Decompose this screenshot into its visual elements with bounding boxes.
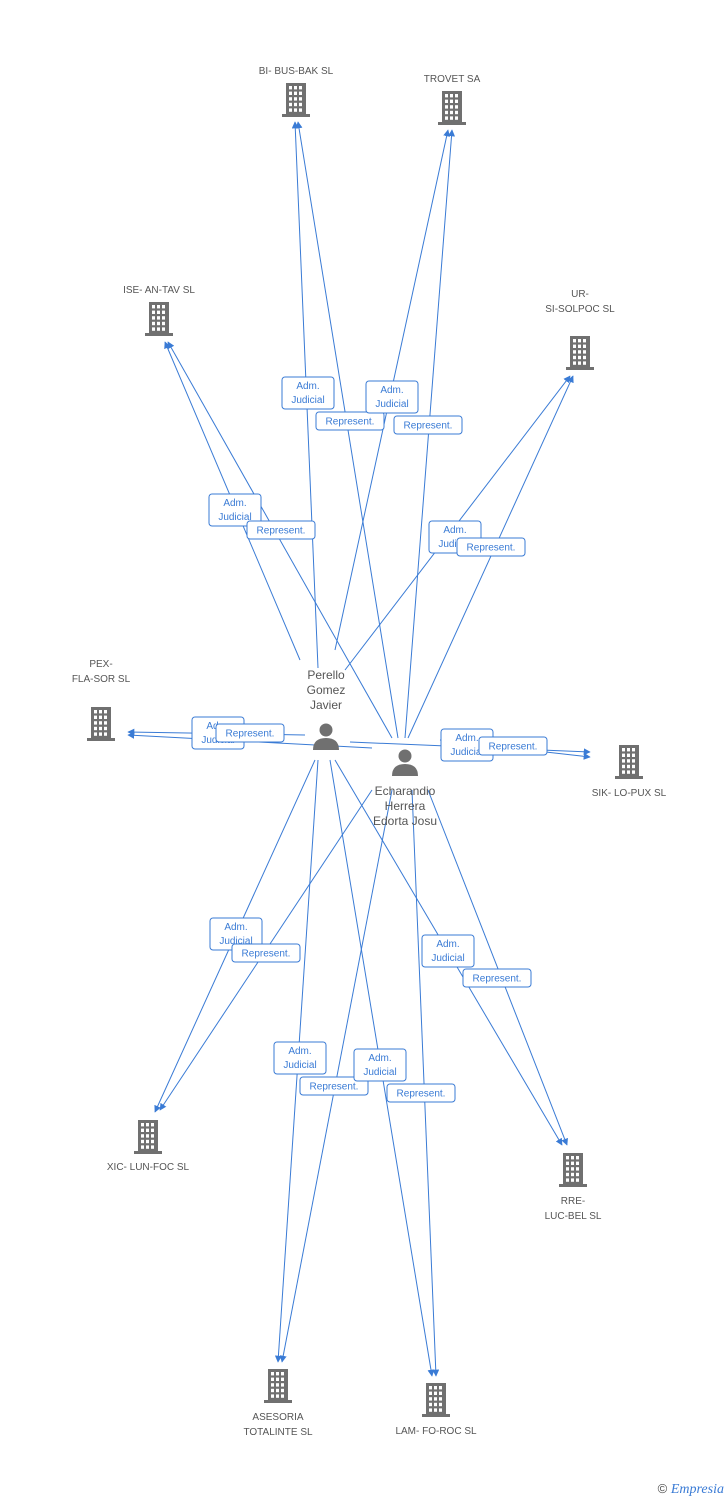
company-label: PEX-FLA-SOR SL bbox=[72, 659, 131, 685]
building-icon[interactable] bbox=[422, 1383, 450, 1417]
edge-label-layer: Adm.JudicialRepresent.Adm.JudicialRepres… bbox=[191, 376, 548, 1103]
edge-label-adm-judicial[interactable]: Adm.Judicial bbox=[209, 917, 263, 951]
edge-label-represent[interactable]: Represent. bbox=[386, 1083, 456, 1103]
building-icon[interactable] bbox=[282, 83, 310, 117]
company-label: XIC- LUN-FOC SL bbox=[107, 1162, 190, 1173]
edge-echarandio-asesoria bbox=[279, 789, 393, 1363]
company-node-lamforoc[interactable]: LAM- FO-ROC SL bbox=[395, 1383, 477, 1437]
edge-label-text: Represent. bbox=[473, 974, 522, 985]
company-label: ISE- AN-TAV SL bbox=[123, 285, 195, 296]
edge-label-text: Represent. bbox=[257, 526, 306, 537]
edge-label-adm-judicial[interactable]: Adm.Judicial bbox=[273, 1041, 327, 1075]
building-icon[interactable] bbox=[566, 336, 594, 370]
edge-label-adm-judicial[interactable]: Adm.Judicial bbox=[281, 376, 335, 410]
edge-label-represent[interactable]: Represent. bbox=[315, 411, 385, 431]
company-label: RRE-LUC-BEL SL bbox=[545, 1196, 602, 1222]
edge-label-text: Adm.Judicial bbox=[219, 922, 252, 947]
company-label: LAM- FO-ROC SL bbox=[395, 1426, 477, 1437]
edge-label-text: Adm.Judicial bbox=[218, 498, 251, 523]
company-node-iseantav[interactable]: ISE- AN-TAV SL bbox=[123, 285, 195, 336]
edge-label-text: Adm.Judicial bbox=[283, 1046, 316, 1071]
edge-label-text: Represent. bbox=[467, 543, 516, 554]
company-node-xiclunfoc[interactable]: XIC- LUN-FOC SL bbox=[107, 1120, 190, 1173]
edge-label-text: Represent. bbox=[326, 417, 375, 428]
edge-label-adm-judicial[interactable]: Adm.Judicial bbox=[365, 380, 419, 414]
footer: © Empresia bbox=[658, 1481, 724, 1498]
building-icon[interactable] bbox=[87, 707, 115, 741]
edge-label-text: Adm.Judicial bbox=[291, 381, 324, 406]
edge-label-represent[interactable]: Represent. bbox=[299, 1076, 369, 1096]
company-label: SIK- LO-PUX SL bbox=[592, 788, 667, 799]
edge-echarandio-lamforoc bbox=[411, 789, 440, 1377]
edge-label-text: Represent. bbox=[397, 1089, 446, 1100]
edge-label-text: Represent. bbox=[310, 1082, 359, 1093]
edge-label-represent[interactable]: Represent. bbox=[246, 520, 316, 540]
person-icon[interactable] bbox=[313, 723, 339, 751]
edge-label-represent[interactable]: Represent. bbox=[478, 736, 548, 756]
brand-logo[interactable]: Empresia bbox=[670, 1482, 724, 1497]
company-label: TROVET SA bbox=[424, 74, 481, 85]
building-icon[interactable] bbox=[134, 1120, 162, 1154]
edge-label-text: Represent. bbox=[489, 742, 538, 753]
edge-label-text: Adm.Judicial bbox=[438, 525, 471, 550]
company-node-ursisolpoc[interactable]: UR-SI-SOLPOC SL bbox=[545, 289, 615, 370]
building-icon[interactable] bbox=[145, 302, 173, 336]
edge-echarandio-ursisolpoc bbox=[407, 375, 574, 739]
copyright-symbol: © bbox=[657, 1481, 668, 1496]
edge-label-represent[interactable]: Represent. bbox=[456, 537, 526, 557]
edge-label-adm-judicial[interactable]: Adm.Judicial bbox=[421, 934, 475, 968]
company-node-pexflasor[interactable]: PEX-FLA-SOR SL bbox=[72, 659, 131, 741]
edge-label-represent[interactable]: Represent. bbox=[462, 968, 532, 988]
company-label: UR-SI-SOLPOC SL bbox=[545, 289, 615, 315]
edge-echarandio-rrelucbel bbox=[427, 789, 568, 1146]
edge-label-text: Represent. bbox=[404, 421, 453, 432]
edge-label-text: Represent. bbox=[226, 729, 275, 740]
edge-label-represent[interactable]: Represent. bbox=[393, 415, 463, 435]
company-node-siklopux[interactable]: SIK- LO-PUX SL bbox=[592, 745, 667, 799]
edge-label-text: Adm.Judicial bbox=[450, 733, 483, 758]
building-icon[interactable] bbox=[559, 1153, 587, 1187]
node-layer: BI- BUS-BAK SL TROVET SA ISE- AN-TAV SL UR-… bbox=[72, 66, 667, 1438]
company-node-trovet[interactable]: TROVET SA bbox=[424, 74, 481, 125]
company-label: BI- BUS-BAK SL bbox=[259, 66, 334, 77]
edge-label-represent[interactable]: Represent. bbox=[231, 943, 301, 963]
building-icon[interactable] bbox=[264, 1369, 292, 1403]
edge-label-represent[interactable]: Represent. bbox=[215, 723, 285, 743]
edge-label-text: Adm.Judicial bbox=[363, 1053, 396, 1078]
building-icon[interactable] bbox=[438, 91, 466, 125]
edge-label-adm-judicial[interactable]: Adm.Judicial bbox=[208, 493, 262, 527]
edge-label-text: Adm.Judicial bbox=[431, 939, 464, 964]
edge-echarandio-iseantav bbox=[167, 341, 393, 739]
building-icon[interactable] bbox=[615, 745, 643, 779]
edge-label-adm-judicial[interactable]: Adm.Judicial bbox=[353, 1048, 407, 1082]
edge-label-text: Represent. bbox=[242, 949, 291, 960]
company-node-rrelucbel[interactable]: RRE-LUC-BEL SL bbox=[545, 1153, 602, 1222]
edge-label-text: Adm.Judicial bbox=[375, 385, 408, 410]
person-icon[interactable] bbox=[392, 749, 418, 777]
company-node-bibusbak[interactable]: BI- BUS-BAK SL bbox=[259, 66, 334, 117]
